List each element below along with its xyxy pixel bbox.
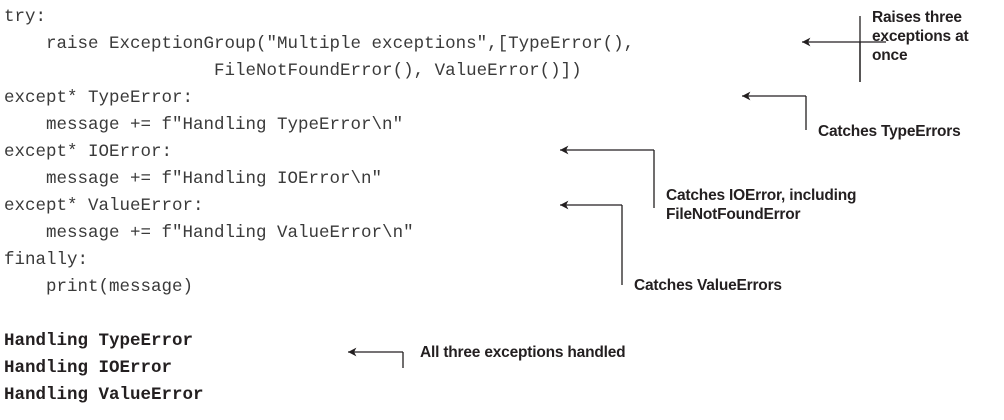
output-line: Handling ValueError [4,385,204,405]
code-line: except* TypeError: [4,88,194,108]
code-line: except* IOError: [4,142,173,162]
code-line: FileNotFoundError(), ValueError()]) [4,61,582,81]
code-line: message += f"Handling ValueError\n" [4,223,414,243]
code-line: finally: [4,250,89,270]
callout-catches-ioerror: Catches IOError, including FileNotFoundE… [666,187,857,223]
callout-raises-three: Raises three exceptions at once [872,9,969,64]
code-line: message += f"Handling TypeError\n" [4,115,404,135]
callout-all-handled: All three exceptions handled [420,344,626,361]
code-listing: try: raise ExceptionGroup("Multiple exce… [4,4,804,301]
code-line: except* ValueError: [4,196,204,216]
output-line: Handling TypeError [4,331,194,351]
code-line: raise ExceptionGroup("Multiple exception… [4,34,635,54]
output-line: Handling IOError [4,358,173,378]
code-line: message += f"Handling IOError\n" [4,169,383,189]
callout-catches-typeerrors: Catches TypeErrors [818,123,961,140]
callout-catches-valueerrors: Catches ValueErrors [634,277,782,294]
program-output: Handling TypeError Handling IOError Hand… [4,328,424,409]
code-line: print(message) [4,277,194,297]
code-line: try: [4,7,47,27]
